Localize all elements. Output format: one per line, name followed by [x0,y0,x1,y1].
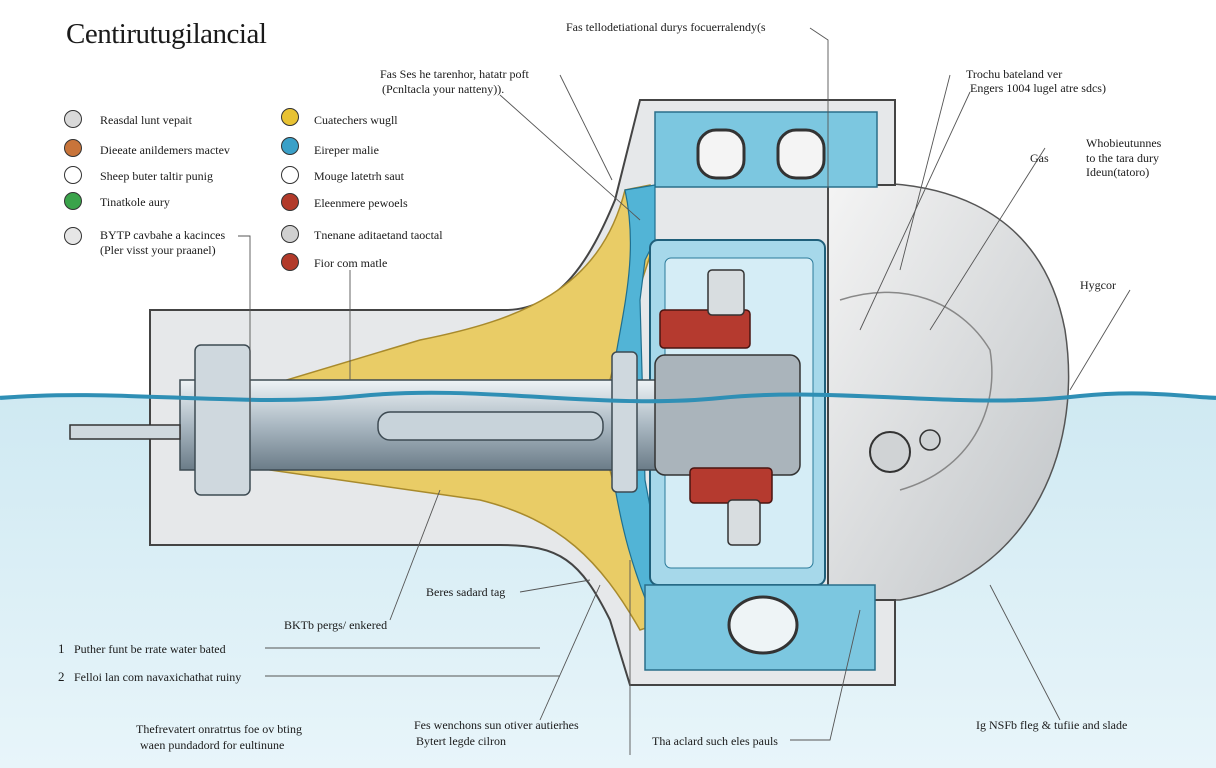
legend-left-item-1: Reasdal lunt vepait [100,113,192,127]
legend-left-sub: (Pler visst your praanel) [100,243,216,257]
callout-right-mid-2: to the tara dury [1086,151,1159,165]
bolt-icon [281,166,299,184]
shield-icon [281,193,299,211]
impeller-post-bottom [727,499,761,546]
legend-left-item-5: BYTP cavbahe a kacinces [100,228,226,242]
volute-nozzle-cap [919,429,941,451]
volute-inner [839,291,993,491]
flame-icon [64,139,82,157]
bearing-mid [611,351,638,493]
legend-right-item-1: Cuatechers wugll [314,113,398,127]
wave-icon [281,137,299,155]
top-port-right [776,128,826,180]
legend-right-item-6: Fior com matle [314,256,388,270]
volute-casing [827,182,1070,601]
shaft-slot [377,411,604,441]
legend-left-item-2: Dieeate anildemers mactev [100,143,230,157]
water-surface [0,390,1216,404]
impeller-hub [654,354,801,476]
callout-bottom-far-1: Thefrevatert onratrtus foe ov bting [136,722,302,736]
volute-nozzle [869,431,911,473]
pin-icon [64,166,82,184]
callout-bottom-far-2: waen pundadord for eultinune [140,738,285,752]
diagram-title: Centirutugilancial [66,18,267,50]
callout-top-left-1: Fas Ses he tarenhor, hatatr poft [380,67,529,81]
callout-right-mid-3: Ideun(tatoro) [1086,165,1150,179]
callout-bottom-c2: Bytert legde cilron [416,734,506,748]
callout-bottom-c1: Fes wenchons sun otiver autierhes [414,718,579,732]
legend-left-item-4: Tinatkole aury [100,195,170,209]
impeller-red-bottom [689,467,773,504]
callout-bottom-c3: Tha aclard such eles pauls [652,734,778,748]
shaft-tip [69,424,181,440]
legend-right-item-5: Tnenane aditaetand taoctal [314,228,443,242]
callout-top-left-2: (Pcnltacla your natteny)). [382,82,505,96]
note-2-number: 2 [58,669,65,684]
impeller-red-top [659,309,751,349]
legend-right-item-2: Eireper malie [314,143,379,157]
callout-top-right-2: Engers 1004 lugel atre sdcs) [970,81,1106,95]
bearing-left [194,344,251,496]
note-1-text: Puther funt be rrate water bated [74,642,226,656]
leader-lines [238,27,1131,755]
callout-bottom-right: Ig NSFb fleg & tufiie and slade [976,718,1128,732]
note-2-text: Felloi lan com navaxichathat ruiny [74,670,242,684]
valve-icon [64,110,82,128]
gear-icon [64,227,82,245]
leaf-icon [64,192,82,210]
impeller-post-top [707,269,745,316]
callout-right-mid-1: Whobieutunnes [1086,136,1162,150]
sun-icon [281,108,299,126]
callout-bottom-left: BKTb pergs/ enkered [284,618,388,632]
callout-top-center: Fas tellodetiational durys focuerralendy… [566,20,766,34]
callout-bottom-mid: Beres sadard tag [426,585,506,599]
bottom-port [727,595,799,655]
top-chamber [654,111,878,188]
top-port-left [696,128,746,180]
legend-right-item-4: Eleenmere pewoels [314,196,408,210]
callout-right-mid-4: Gas [1030,151,1049,165]
legend-right-item-3: Mouge latetrh saut [314,169,404,183]
home-icon [281,253,299,271]
callout-hygcor: Hygcor [1080,278,1116,292]
note-1-number: 1 [58,641,65,656]
callout-top-right-1: Trochu bateland ver [966,67,1063,81]
legend-left-item-3: Sheep buter taltir punig [100,169,213,183]
grid-icon [281,225,299,243]
